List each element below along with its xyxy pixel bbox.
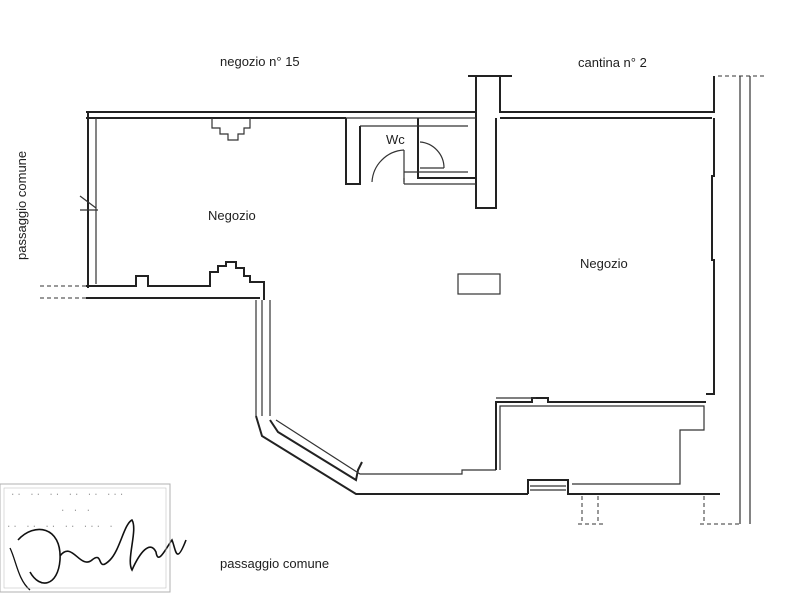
wc-block xyxy=(345,117,476,185)
stamp-line-3: ·· ·· ·· ·· ··· · xyxy=(6,522,115,532)
central-pillar xyxy=(457,273,501,295)
stamp-line-1: ·· ·· ·· ·· ·· ··· xyxy=(10,490,126,500)
room-label-negozio-right: Negozio xyxy=(580,256,628,271)
top-wall xyxy=(86,75,715,209)
label-passaggio-comune-bottom: passaggio comune xyxy=(220,556,330,571)
label-cantina-2: cantina n° 2 xyxy=(578,55,647,70)
inner-door-arc xyxy=(419,141,445,169)
label-negozio-15: negozio n° 15 xyxy=(220,54,300,69)
lower-right-room xyxy=(495,397,706,485)
left-wall xyxy=(40,112,98,299)
room-label-wc: Wc xyxy=(386,132,405,147)
wc-door-arc xyxy=(371,149,405,183)
bottom-wall xyxy=(255,415,740,525)
right-wall xyxy=(706,75,764,524)
stamp-box xyxy=(0,483,171,593)
label-passaggio-comune-left: passaggio comune xyxy=(14,150,29,260)
room-label-negozio-left: Negozio xyxy=(208,208,256,223)
stamp-inner-box xyxy=(3,487,167,589)
stamp-line-2: · · · xyxy=(60,506,93,516)
lower-left-wall xyxy=(86,261,271,416)
